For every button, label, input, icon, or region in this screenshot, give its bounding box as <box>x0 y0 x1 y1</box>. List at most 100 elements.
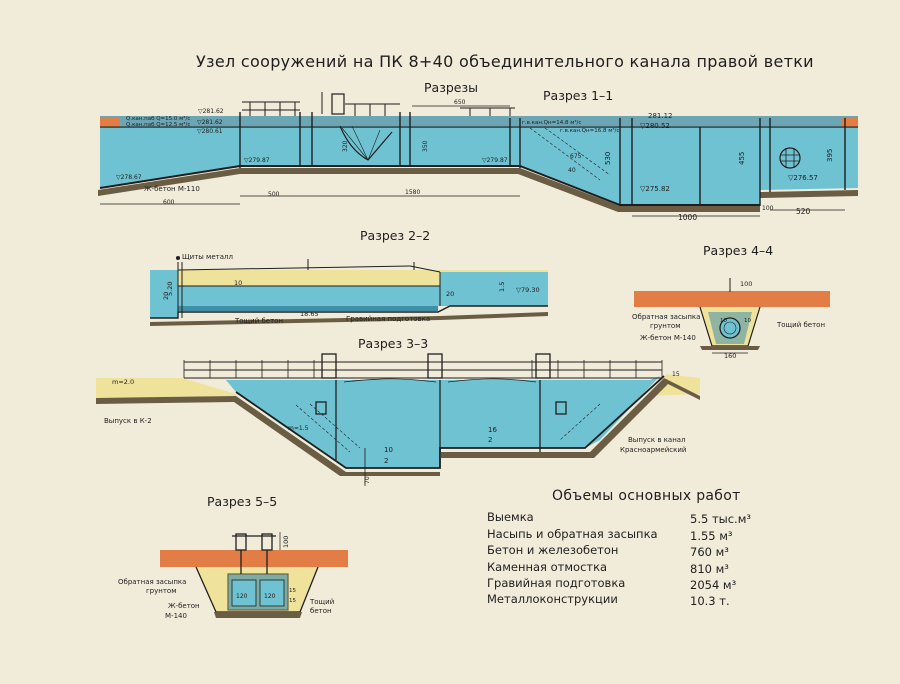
s33-dim-16: 16 <box>488 426 497 434</box>
s11-flow-4: г.в.кан.Qн=16.8 м³/с <box>560 127 619 134</box>
s11-level-3: ▽280.61 <box>197 128 223 135</box>
s22-dim-1865: 18.65 <box>300 310 319 318</box>
s11-level-8: ▽280.52 <box>640 122 670 130</box>
s33-dim-70: 70 <box>364 476 371 484</box>
s22-water-right <box>440 272 548 298</box>
volumes-row-value: 760 м³ <box>690 545 729 559</box>
s11-level-4: ▽279.87 <box>244 157 270 164</box>
s22-dim-10: 10 <box>234 279 242 287</box>
s11-level-6: ▽278.67 <box>116 174 142 181</box>
s55-note-m140: М-140 <box>165 612 187 620</box>
s11-dim-40: 40 <box>568 167 576 174</box>
s22-note-lean-concrete: Тощий бетон <box>234 317 283 325</box>
section-3-3-label: Разрез 3–3 <box>358 336 429 351</box>
s22-channel <box>178 286 548 306</box>
s55-note-concrete: бетон <box>310 607 332 615</box>
s33-dim-10: 10 <box>384 446 393 454</box>
s44-soil-band <box>634 291 830 307</box>
page-title: Узел сооружений на ПК 8+40 объединительн… <box>196 52 814 71</box>
s11-dim-600: 600 <box>163 199 175 206</box>
s11-dim-675: 675 <box>570 153 582 160</box>
s55-ground <box>214 612 302 618</box>
s11-dim-455: 455 <box>738 152 746 165</box>
s11-soil-right <box>842 117 858 127</box>
s22-slab <box>178 306 438 311</box>
s44-dim-160: 160 <box>724 352 736 360</box>
s33-slope-inner: m=1.5 <box>288 425 309 432</box>
s55-dim-15a: 15 <box>289 588 296 594</box>
volumes-row-name: Гравийная подготовка <box>487 576 626 590</box>
volumes-row-value: 1.55 м³ <box>690 529 733 543</box>
section-2-2-label: Разрез 2–2 <box>360 228 431 243</box>
s33-left-embankment <box>96 378 236 398</box>
s55-soil-band <box>160 550 348 567</box>
s55-dim-100: 100 <box>282 536 290 548</box>
s33-dim-15: 15 <box>672 371 680 378</box>
s11-dim-650: 650 <box>454 99 466 106</box>
s11-level-7: 281.12 <box>648 112 673 120</box>
s55-dim-120a: 120 <box>236 593 248 600</box>
s55-note-rc: Ж-бетон <box>168 602 200 610</box>
s55-note-backfill: Обратная засыпка <box>118 578 186 586</box>
s55-dim-120b: 120 <box>264 593 276 600</box>
s22-water <box>150 270 178 318</box>
s11-flow-1: Q.кан.паб Q=15.0 м³/с <box>126 115 190 122</box>
s44-note-rc: Ж-бетон М-140 <box>640 334 696 342</box>
s33-note-canal-name: Красноармейский <box>620 446 686 454</box>
s44-dim-10a: 10 <box>720 318 727 324</box>
s11-soil-left <box>100 117 120 127</box>
s11-dim-500: 500 <box>268 191 280 198</box>
s22-dim-520: 5.20 <box>166 282 174 296</box>
section-5-5-label: Разрез 5–5 <box>207 494 278 509</box>
s11-flow-3: г.в.кан.Qн=14.8 м³/с <box>522 119 581 126</box>
volumes-row-name: Выемка <box>487 510 534 524</box>
s44-note-lean: Тощий бетон <box>776 321 825 329</box>
s33-ground-right <box>440 378 700 458</box>
s22-level: ▽79.30 <box>516 286 540 294</box>
s55-note-lean: Тощий <box>309 598 334 606</box>
s11-level-5: ▽279.87 <box>482 157 508 164</box>
s33-note-outlet-canal: Выпуск в канал <box>628 436 686 444</box>
s22-note-shields: Щиты металл <box>182 253 233 261</box>
s11-level-10: ▽276.57 <box>788 174 818 182</box>
s55-dim-15b: 15 <box>289 598 296 604</box>
s11-level-9: ▽275.82 <box>640 185 670 193</box>
s33-note-outlet-k2: Выпуск в К-2 <box>104 417 152 425</box>
s11-top-deck <box>100 116 858 128</box>
s44-ground <box>700 346 760 350</box>
s11-dim-320: 320 <box>342 140 349 152</box>
s33-slope-left: m=2.0 <box>112 378 134 386</box>
volumes-row-name: Бетон и железобетон <box>487 543 619 557</box>
s22-dim-15: 1.5 <box>498 282 506 292</box>
volumes-row-value: 2054 м³ <box>690 578 737 592</box>
section-4-4-label: Разрез 4–4 <box>703 243 774 258</box>
section-1-1-label: Разрез 1–1 <box>543 88 614 103</box>
s11-level-1: ▽281.62 <box>198 108 224 115</box>
s44-dim-100: 100 <box>740 280 752 288</box>
s22-dim-20a: 20 <box>446 290 454 298</box>
volumes-row-name: Металлоконструкции <box>487 592 618 606</box>
s22-dim-20b: 20 <box>162 292 170 300</box>
s22-note-gravel: Гравийная подготовка <box>346 315 430 323</box>
s11-dim-100: 100 <box>762 205 774 212</box>
s33-dim-2b: 2 <box>384 457 388 465</box>
s44-note-soil: грунтом <box>650 322 680 330</box>
volumes-row-name: Каменная отмостка <box>487 560 608 574</box>
s11-dim-395: 395 <box>826 149 834 162</box>
s11-dim-350: 350 <box>422 140 429 152</box>
s44-pipe <box>719 317 741 339</box>
sections-subtitle: Разрезы <box>424 80 478 95</box>
s11-dim-520: 520 <box>796 207 811 216</box>
s33-water <box>226 376 660 468</box>
s11-flow-2: Q.кан.паб Q=12.5 м³/с <box>126 121 190 128</box>
s11-level-2: ▽281.62 <box>197 119 223 126</box>
s22-ground <box>150 312 548 326</box>
s11-dim-1580: 1580 <box>405 189 420 196</box>
volumes-row-value: 10.3 т. <box>690 594 730 608</box>
volumes-row-value: 810 м³ <box>690 562 729 576</box>
s11-grating <box>779 147 801 169</box>
volumes-row-name: Насыпь и обратная засыпка <box>487 527 658 541</box>
s11-dim-530: 530 <box>604 152 612 165</box>
